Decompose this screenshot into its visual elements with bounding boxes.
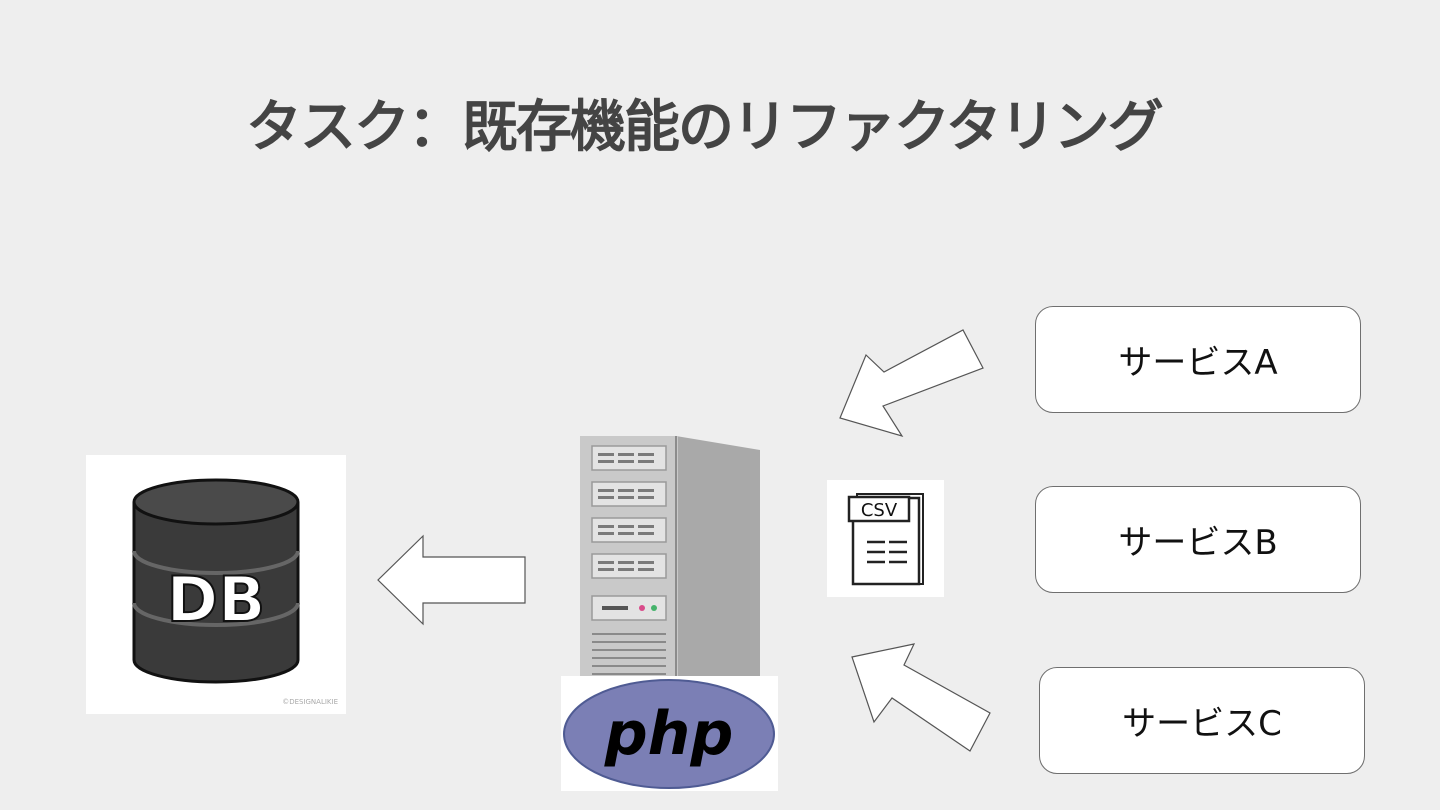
csv-panel: CSV [827,480,944,597]
service-b-label: サービスB [1118,523,1278,563]
php-logo-icon: php [563,679,775,789]
db-copyright: ©DESIGNALIKIE [282,698,338,706]
server-icon [580,436,760,681]
service-c-label: サービスC [1122,704,1282,744]
csv-file-icon: CSV [847,493,924,586]
php-label: php [604,699,734,769]
db-panel: DB ©DESIGNALIKIE [86,455,346,714]
service-c-box: サービスC [1039,667,1365,774]
service-a-label: サービスA [1118,343,1278,383]
arrow-server-to-db [377,534,526,626]
csv-label: CSV [861,500,898,521]
arrow-service-c-to-csv [851,643,991,752]
service-b-box: サービスB [1035,486,1361,593]
db-label: DB [167,563,266,636]
php-panel: php [561,676,778,791]
slide-title: タスク：既存機能のリファクタリング [246,95,1164,160]
database-icon: DB [132,478,300,684]
service-a-box: サービスA [1035,306,1361,413]
arrow-service-a-to-csv [839,329,984,438]
